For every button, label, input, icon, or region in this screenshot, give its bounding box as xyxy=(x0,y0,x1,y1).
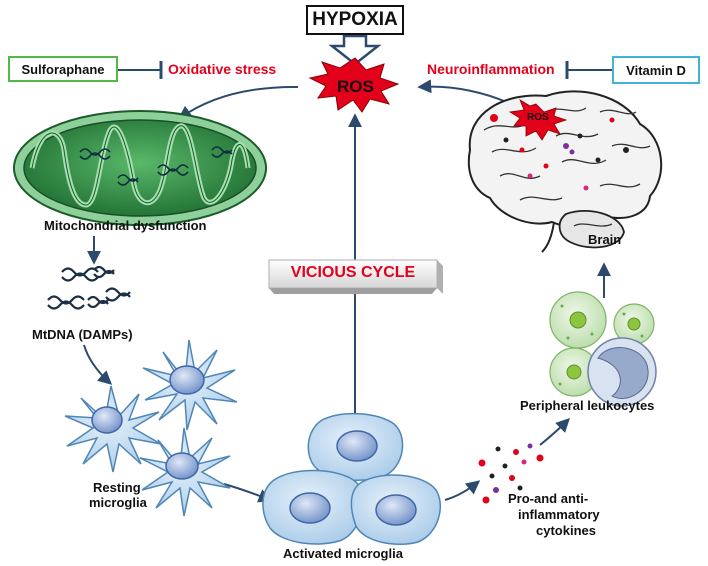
hypoxia-title-box: HYPOXIA xyxy=(306,5,404,35)
peripheral-leukocytes-illustration xyxy=(549,291,657,407)
resting-nucleus-2 xyxy=(91,406,123,434)
mitochondrial-dysfunction-label: Mitochondrial dysfunction xyxy=(44,218,207,233)
activated-nucleus-1 xyxy=(336,430,378,462)
vicious-cycle-label: VICIOUS CYCLE xyxy=(290,264,416,281)
oxidative-stress-label: Oxidative stress xyxy=(168,61,277,77)
brain-illustration xyxy=(467,90,663,253)
activated-nucleus-2 xyxy=(289,492,331,524)
mtdna-label: MtDNA (DAMPs) xyxy=(32,327,133,342)
mitochondrion-illustration xyxy=(13,110,267,226)
arrow-ros-to-mitochondria xyxy=(177,85,299,120)
ros-burst xyxy=(308,57,400,113)
neuroinflammation-label: Neuroinflammation xyxy=(427,61,555,77)
activated-microglia-label: Activated microglia xyxy=(283,546,403,561)
sulforaphane-box: Sulforaphane xyxy=(8,56,118,82)
brain-label: Brain xyxy=(588,232,622,247)
vitamin-d-box: Vitamin D xyxy=(612,56,700,84)
brain-ros-burst xyxy=(508,99,568,141)
activated-nucleus-3 xyxy=(375,494,417,526)
arrow-mtdna-to-microglia xyxy=(83,344,113,385)
vicious-cycle-banner-shape xyxy=(268,259,443,294)
arrow-activated-to-cytokines xyxy=(444,480,481,501)
ros-label: ROS xyxy=(337,77,374,96)
sulforaphane-label: Sulforaphane xyxy=(21,61,105,77)
cytokines-label-line2: inflammatory xyxy=(518,507,600,522)
mtdna-strands-illustration xyxy=(47,265,131,310)
hypoxia-down-arrow xyxy=(328,34,382,66)
resting-microglia-illustration xyxy=(64,339,238,517)
cytokine-dots xyxy=(478,443,544,504)
brain-ros-label: ROS xyxy=(527,112,549,123)
resting-nucleus-1 xyxy=(169,365,205,395)
arrow-cytokines-to-leukocytes xyxy=(539,418,570,446)
hypoxia-title: HYPOXIA xyxy=(312,9,398,30)
resting-microglia-label-line2: microglia xyxy=(89,495,147,510)
vitamin-d-label: Vitamin D xyxy=(626,62,686,78)
resting-nucleus-3 xyxy=(165,452,199,480)
resting-microglia-label-line1: Resting xyxy=(93,480,141,495)
peripheral-leukocytes-label: Peripheral leukocytes xyxy=(520,398,655,413)
cytokines-label-line3: cytokines xyxy=(536,523,596,538)
cytokines-label-line1: Pro-and anti- xyxy=(508,491,589,506)
